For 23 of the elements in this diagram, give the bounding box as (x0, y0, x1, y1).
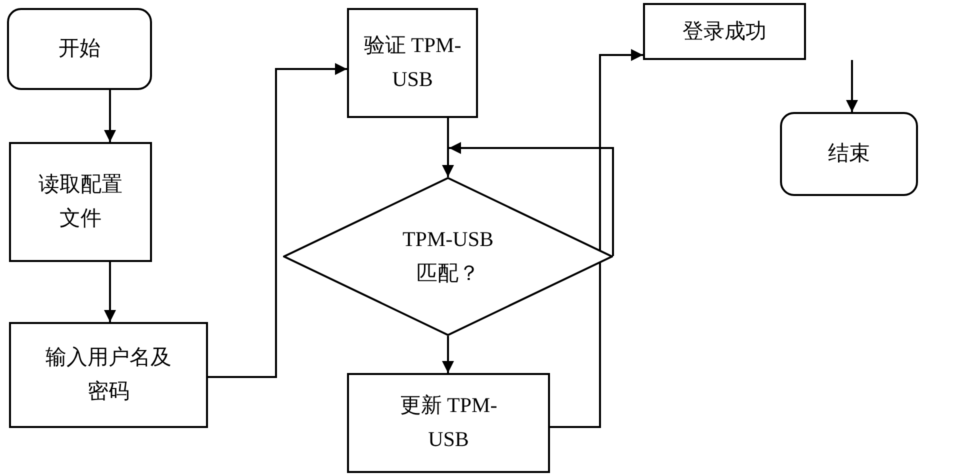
process-box (9, 142, 152, 262)
arrow (442, 118, 454, 177)
node-label: 更新 TPM-USB (398, 392, 498, 453)
arrow (104, 90, 116, 142)
terminal-box (780, 112, 918, 196)
node-label: 登录成功 (682, 18, 766, 45)
node-label: 结束 (828, 140, 870, 168)
arrow (442, 336, 454, 373)
terminal-box (7, 8, 152, 90)
node-label: TPM-USB 匹配？ (401, 226, 495, 286)
process-box (643, 3, 806, 60)
process-box (9, 322, 208, 428)
node-label: 验证 TPM-USB (362, 32, 462, 93)
process-box (347, 373, 550, 473)
arrow (550, 49, 643, 428)
arrow (208, 63, 347, 378)
node-label: 读取配置文件 (38, 171, 124, 232)
arrow (846, 60, 858, 112)
arrow (104, 262, 116, 322)
process-box (347, 8, 478, 118)
node-label: 开始 (58, 35, 100, 62)
arrow (449, 142, 614, 256)
node-label: 输入用户名及密码 (44, 344, 172, 405)
